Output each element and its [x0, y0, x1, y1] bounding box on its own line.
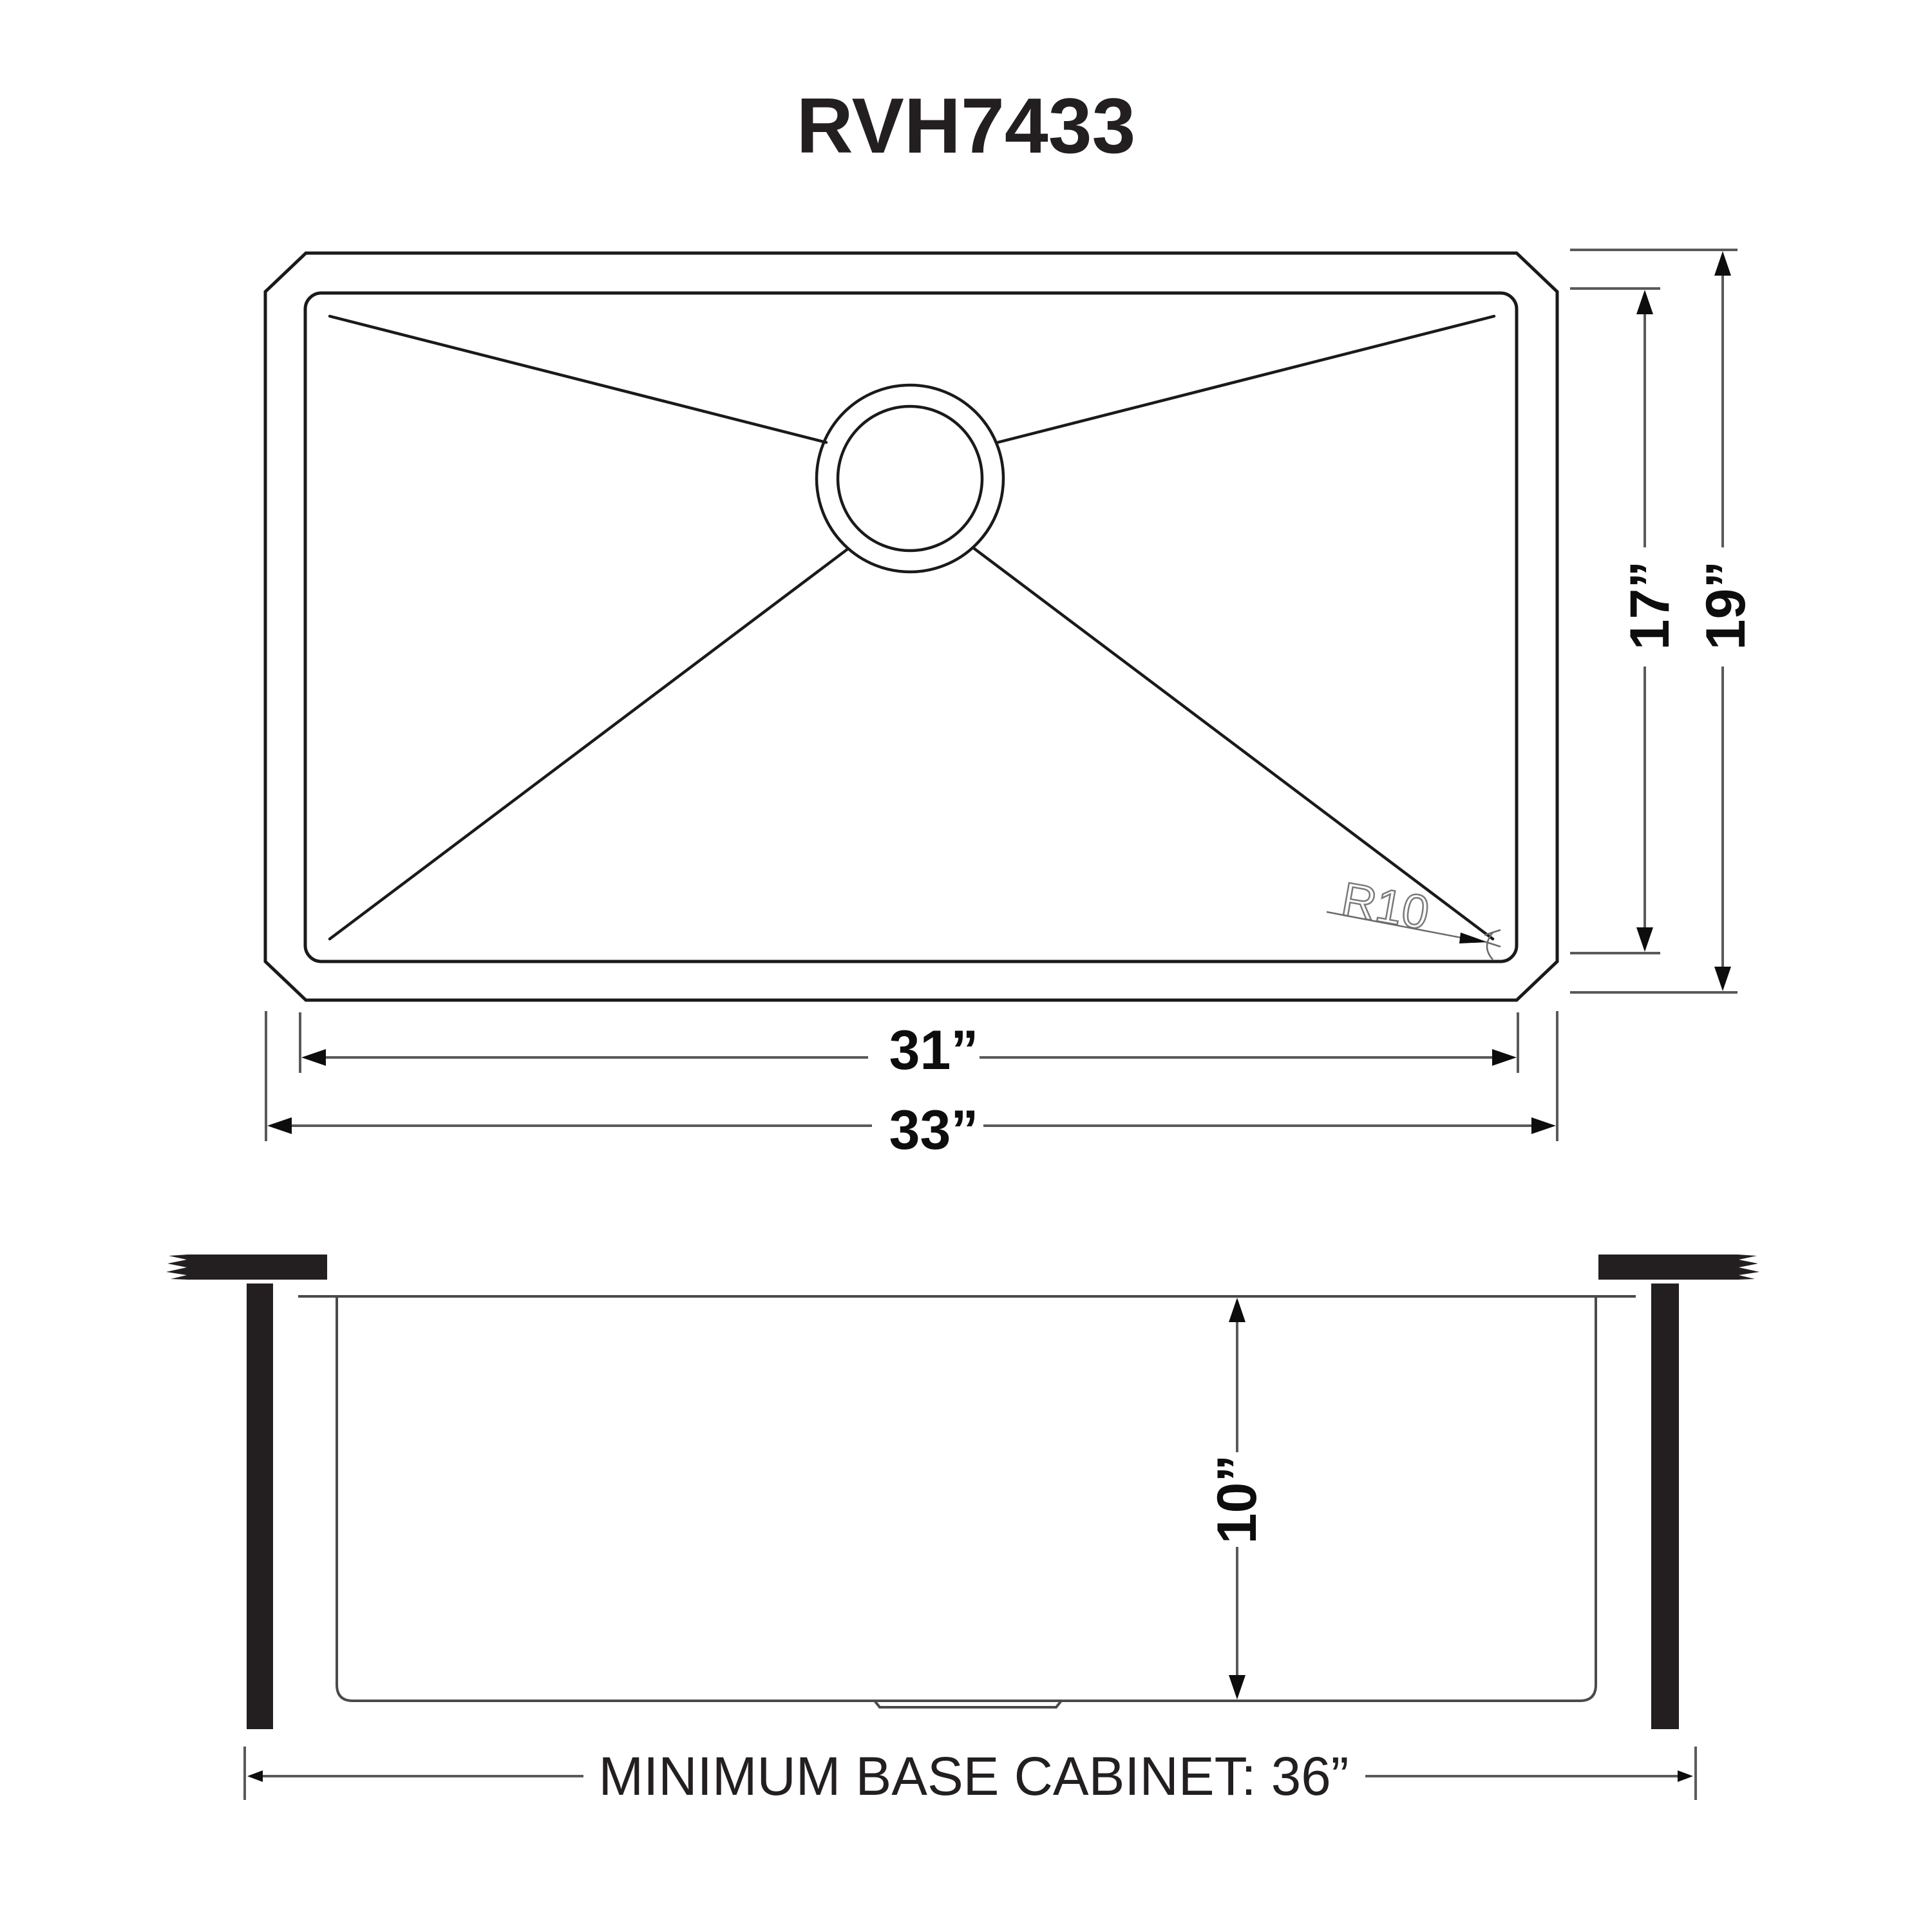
- top-view: R10: [263, 251, 1559, 1002]
- inner-depth-arrow-top: [1636, 290, 1653, 314]
- cabinet-wall-right: [1651, 1283, 1679, 1729]
- model-title: RVH7433: [797, 82, 1136, 169]
- outer-width-arrow-left: [267, 1117, 292, 1134]
- outer-depth-arrow-top: [1714, 251, 1731, 276]
- inner-bowl-outline: [303, 291, 1519, 963]
- cabinet-dim-arrow-right: [1678, 1770, 1693, 1782]
- bowl-depth-label: 10”: [1206, 1455, 1268, 1544]
- outer-width-label: 33”: [889, 1099, 979, 1161]
- radius-arc-marker: [1486, 932, 1493, 960]
- outer-width-arrow-right: [1531, 1117, 1556, 1134]
- outer-flange-outline: [263, 251, 1559, 1002]
- bowl-depth-arrow-bottom: [1229, 1675, 1245, 1700]
- countertop-left: [166, 1255, 327, 1280]
- depth-dimensions: 19” 17”: [1570, 249, 1757, 994]
- radius-center-tick-2: [1484, 940, 1501, 948]
- radius-leader-line: [1326, 911, 1482, 943]
- radius-arrowhead: [1459, 933, 1488, 943]
- outer-depth-arrow-bottom: [1714, 967, 1731, 991]
- drain-inner-ring: [836, 404, 984, 553]
- inner-width-arrow-left: [301, 1049, 326, 1066]
- slope-line-bottom-left: [328, 547, 850, 941]
- sink-bowl-profile: [336, 1296, 1597, 1702]
- countertop-right: [1598, 1255, 1759, 1280]
- inner-width-label: 31”: [889, 1019, 979, 1081]
- slope-line-top-right: [996, 314, 1496, 444]
- radius-center-tick-1: [1484, 929, 1501, 936]
- side-view: 10” MINIMUM BASE CABINET: 36”: [166, 1255, 1759, 1806]
- inner-depth-arrow-bottom: [1636, 927, 1653, 952]
- inner-depth-label: 17”: [1619, 561, 1681, 650]
- inner-width-arrow-right: [1492, 1049, 1517, 1066]
- outer-depth-label: 19”: [1695, 561, 1757, 650]
- sink-drain-profile: [873, 1700, 1063, 1709]
- slope-line-bottom-right: [972, 547, 1495, 941]
- width-dimensions: 31” 33”: [265, 1011, 1558, 1161]
- slope-line-top-left: [328, 314, 828, 444]
- bowl-depth-arrow-top: [1229, 1298, 1245, 1322]
- corner-radius-callout: R10: [1326, 871, 1501, 960]
- cabinet-dim-arrow-left: [247, 1770, 263, 1782]
- cabinet-wall-left: [247, 1283, 273, 1729]
- min-base-cabinet-label: MINIMUM BASE CABINET: 36”: [599, 1746, 1349, 1806]
